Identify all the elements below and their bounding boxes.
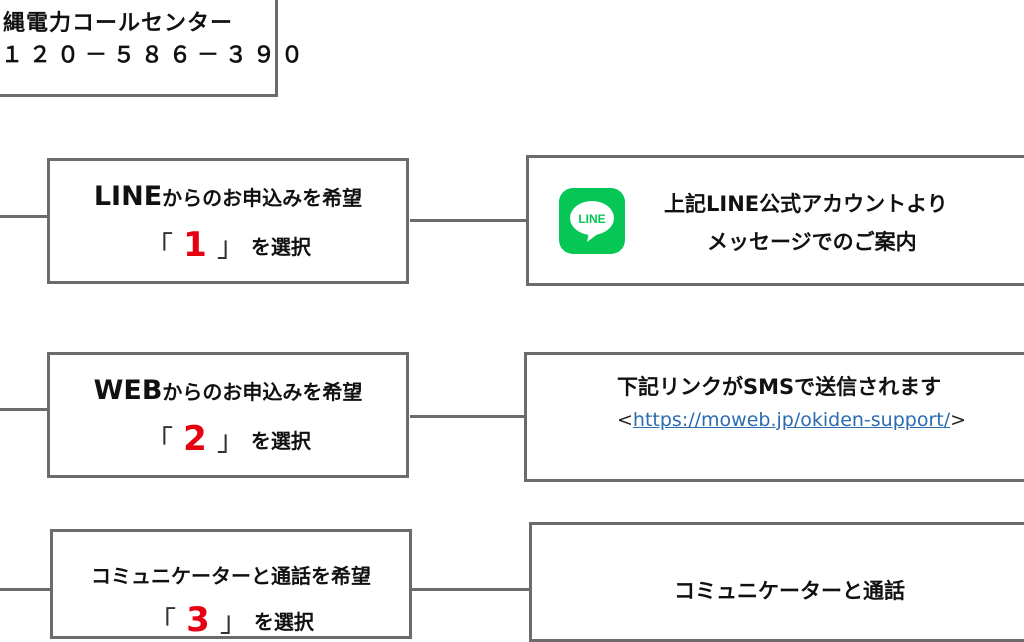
call-center-header-box: 縄電力コールセンター １２０－５８６－３９０ [0,0,303,97]
bracket-close: 」 [216,230,245,263]
connector-right-2 [410,415,526,418]
bracket-open: 「 [145,230,174,263]
select-label: を選択 [250,428,311,453]
line-icon-label: LINE [578,212,605,226]
line-app-icon: LINE [559,188,625,254]
option-number: 1 [183,225,207,265]
result-web-link-row: <https://moweb.jp/okiden-support/> [617,409,966,431]
okiden-support-link[interactable]: https://moweb.jp/okiden-support/ [632,409,951,431]
option-line-title-rest: からのお申込みを希望 [162,186,363,210]
link-open-angle: < [617,409,633,431]
connector-left-3 [0,588,52,591]
select-label: を選択 [250,234,311,259]
option-web-select: 「 2 」を選択 [50,419,406,459]
result-web-box: 下記リンクがSMSで送信されます <https://moweb.jp/okide… [524,352,1024,482]
bracket-open: 「 [148,605,177,638]
option-web-box: WEBからのお申込みを希望 「 2 」を選択 [47,352,409,478]
connector-left-2 [0,408,50,411]
select-label: を選択 [253,609,314,634]
call-center-phone: １２０－５８６－３９０ [1,43,310,68]
option-web-title-main: WEB [93,375,163,406]
bracket-open: 「 [145,424,174,457]
bracket-close: 」 [219,605,248,638]
result-line-text-1: 上記LINE公式アカウントより [664,192,948,216]
result-call-box: コミュニケーターと通話 [529,522,1024,642]
option-call-box: コミュニケーターと通話を希望 「 3 」を選択 [50,529,412,640]
result-line-box: LINE 上記LINE公式アカウントより メッセージでのご案内 [526,155,1024,286]
result-call-text: コミュニケーターと通話 [674,579,905,603]
connector-right-1 [410,219,528,222]
connector-left-1 [0,215,50,218]
bracket-close: 」 [216,424,245,457]
connector-right-3 [412,588,530,591]
option-number: 2 [183,419,207,459]
option-call-title-text: コミュニケーターと通話を希望 [91,564,371,588]
call-center-name: 縄電力コールセンター [3,11,234,36]
option-call-title: コミュニケーターと通話を希望 [53,560,409,589]
option-call-select: 「 3 」を選択 [53,600,409,640]
option-number: 3 [186,600,210,640]
option-line-select: 「 1 」を選択 [50,225,406,265]
option-line-title: LINEからのお申込みを希望 [50,181,406,212]
result-line-text-2: メッセージでのご案内 [707,230,917,254]
option-web-title-rest: からのお申込みを希望 [162,380,363,404]
option-line-box: LINEからのお申込みを希望 「 1 」を選択 [47,158,409,284]
link-close-angle: > [950,409,967,431]
result-web-text: 下記リンクがSMSで送信されます [617,375,942,399]
option-line-title-main: LINE [93,181,163,212]
option-web-title: WEBからのお申込みを希望 [50,375,406,406]
